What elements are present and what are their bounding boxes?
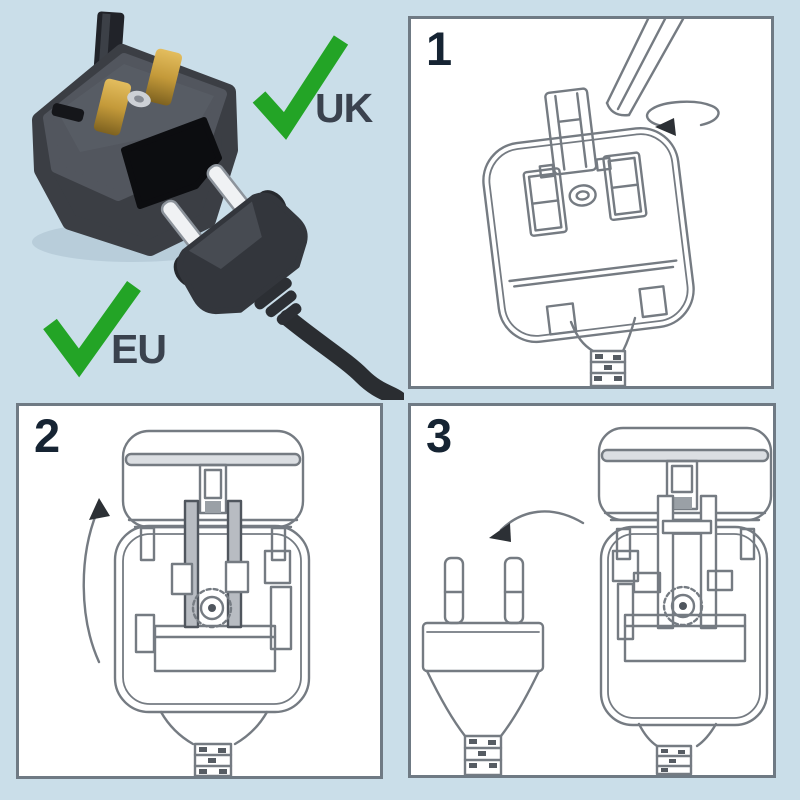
- uk-label: UK: [315, 85, 373, 131]
- uk-adapter-face-view: [482, 87, 695, 344]
- screwdriver-illustration: [605, 19, 685, 117]
- adapter-open-empty: [597, 426, 773, 775]
- uk-check-icon: [252, 35, 349, 140]
- step-1-number: 1: [426, 22, 452, 75]
- eu-label: EU: [111, 326, 167, 372]
- uk-travel-adapter: [32, 11, 238, 256]
- step-2-illustration: [82, 429, 311, 776]
- adapter-base-open: [113, 524, 311, 714]
- open-direction-arrow-icon: [82, 498, 110, 664]
- step-2-panel: 2: [16, 403, 383, 779]
- europlug-removed: [421, 556, 545, 775]
- screw-boss: [191, 587, 233, 629]
- brass-pin: [93, 78, 132, 136]
- eu-check-icon: [43, 281, 141, 378]
- rotate-arrow-icon: [646, 100, 720, 136]
- step-1-panel: 1: [408, 16, 774, 389]
- remove-direction-arrow-icon: [489, 510, 585, 542]
- power-cable: [279, 309, 404, 400]
- europlug-inside: [170, 499, 250, 629]
- step-1-illustration: [482, 19, 720, 386]
- adapter-lid-open: [121, 429, 305, 529]
- europlug: [160, 163, 404, 400]
- brass-pin: [144, 48, 183, 106]
- strain-relief-cable: [159, 710, 269, 776]
- step-3-illustration: [421, 426, 773, 775]
- step-3-panel: 3: [408, 403, 776, 778]
- uk-adapter-and-europlug-photo: [32, 11, 404, 400]
- overview-panel: UK EU: [0, 0, 404, 400]
- step-2-number: 2: [34, 409, 60, 462]
- strain-relief-cable: [569, 316, 637, 386]
- step-3-number: 3: [426, 409, 452, 462]
